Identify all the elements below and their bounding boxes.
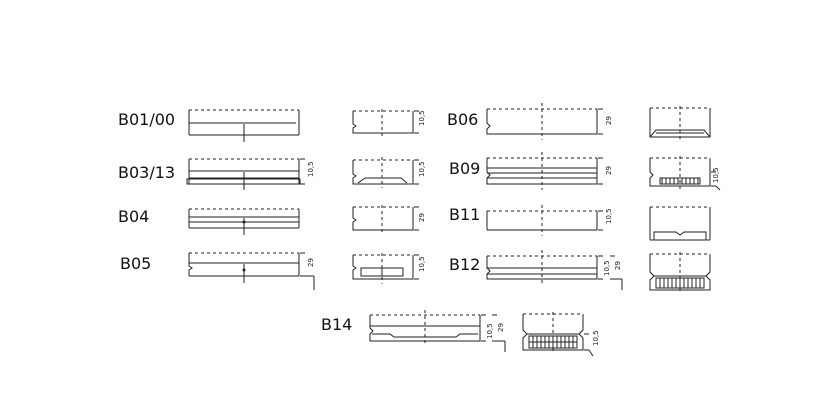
svg-text:10,5: 10,5 — [605, 208, 613, 224]
svg-text:29: 29 — [307, 258, 315, 267]
label-b05: B05 — [120, 254, 152, 273]
profile-b12-elevation: 10,5 29 — [486, 250, 623, 290]
profile-b01-elevation — [188, 109, 300, 142]
svg-text:29: 29 — [605, 116, 613, 125]
svg-text:10,5: 10,5 — [712, 167, 720, 183]
profile-b06-section — [649, 106, 711, 140]
svg-text:29: 29 — [605, 166, 613, 175]
profile-b03-section: 10,5 — [352, 157, 426, 188]
label-b04: B04 — [118, 207, 150, 226]
profile-b03-elevation: 10,5 — [186, 158, 315, 190]
label-b14: B14 — [321, 315, 353, 334]
label-b11: B11 — [449, 205, 481, 224]
svg-text:10,5: 10,5 — [307, 161, 315, 177]
svg-text:10,5: 10,5 — [418, 161, 426, 177]
label-b03: B03/13 — [118, 163, 176, 182]
label-b09: B09 — [449, 159, 481, 178]
svg-text:29: 29 — [614, 261, 622, 270]
profile-b04-elevation — [188, 208, 300, 235]
profile-b09-elevation: 29 — [486, 152, 613, 190]
profile-b05-section: 10,5 — [352, 253, 426, 284]
profile-b14-section: 10,5 — [522, 312, 600, 357]
label-b12: B12 — [449, 255, 481, 274]
profile-b11-elevation: 10,5 — [486, 205, 613, 236]
profile-b05-elevation: 29 — [188, 252, 315, 290]
svg-text:10,5: 10,5 — [418, 256, 426, 272]
profile-b04-section: 29 — [352, 205, 426, 233]
svg-text:10,5: 10,5 — [603, 260, 611, 276]
profile-b12-section — [649, 252, 711, 294]
profile-b09-section: 10,5 — [649, 156, 721, 191]
profile-b11-section — [649, 206, 711, 241]
label-b01: B01/00 — [118, 110, 176, 129]
dim-large: 29 — [418, 213, 426, 222]
dim-small: 10,5 — [418, 110, 426, 126]
svg-text:10,5: 10,5 — [486, 323, 494, 339]
svg-text:10,5: 10,5 — [592, 330, 600, 346]
svg-text:29: 29 — [497, 323, 505, 332]
profile-b01-section: 10,5 — [352, 109, 426, 136]
label-b06: B06 — [447, 110, 479, 129]
profile-b14-elevation: 10,5 29 — [369, 310, 506, 352]
profile-b06-elevation: 29 — [486, 103, 613, 140]
